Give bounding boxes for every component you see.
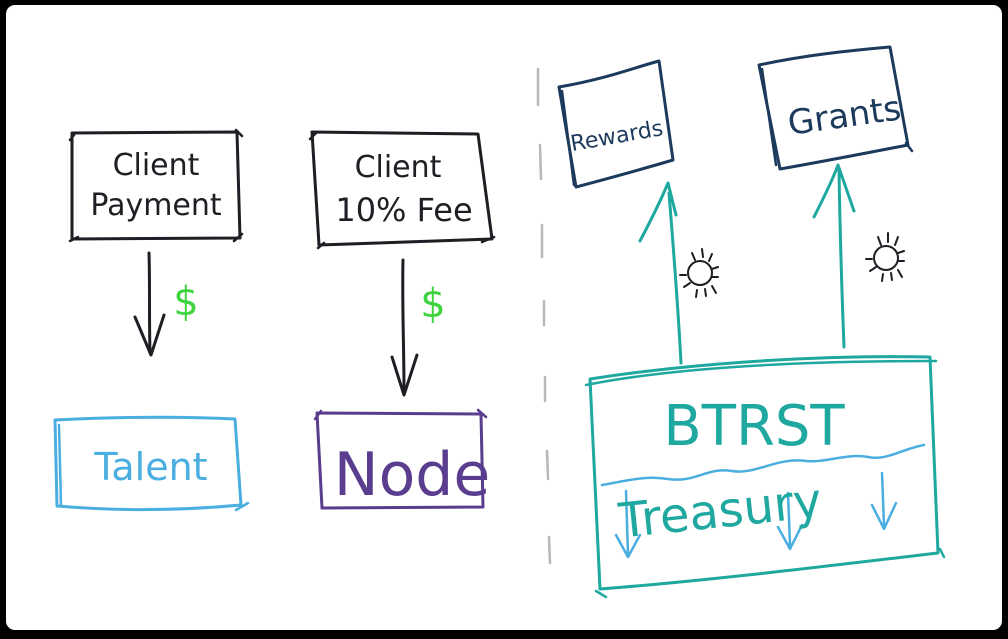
grants-box[interactable]: Grants <box>757 45 914 171</box>
dollar-label-fee: $ <box>420 281 445 327</box>
payment-to-talent-arrow <box>133 251 166 357</box>
rewards-box[interactable]: Rewards <box>557 59 675 189</box>
treasury-to-rewards-arrow <box>638 181 683 365</box>
client-payment-line2: Payment <box>90 188 222 223</box>
client-payment-box[interactable]: Client Payment <box>68 128 244 243</box>
node-label: Node <box>334 440 491 510</box>
treasury-line1: BTRST <box>663 394 845 459</box>
diagram: Client Payment $ Talent Client 10% Fee $… <box>53 45 946 599</box>
client-fee-box[interactable]: Client 10% Fee <box>308 130 496 250</box>
treasury-box[interactable]: BTRST Treasury <box>584 355 946 599</box>
treasury-line2: Treasury <box>615 473 824 550</box>
grants-label: Grants <box>785 88 903 143</box>
client-fee-line2: 10% Fee <box>335 191 472 229</box>
client-payment-line1: Client <box>113 148 200 183</box>
client-fee-line1: Client <box>355 150 442 185</box>
rewards-label: Rewards <box>569 116 665 157</box>
sun-icon <box>865 232 905 282</box>
talent-label: Talent <box>93 445 207 489</box>
whiteboard-canvas: Client Payment $ Talent Client 10% Fee $… <box>6 5 1002 630</box>
treasury-to-grants-arrow <box>812 163 856 349</box>
water-line <box>600 443 926 487</box>
section-divider <box>536 67 552 565</box>
sun-icon <box>679 248 719 298</box>
fee-to-node-arrow <box>390 258 419 397</box>
node-box[interactable]: Node <box>313 408 491 510</box>
dollar-label-payment: $ <box>173 279 198 325</box>
talent-box[interactable]: Talent <box>53 415 250 512</box>
